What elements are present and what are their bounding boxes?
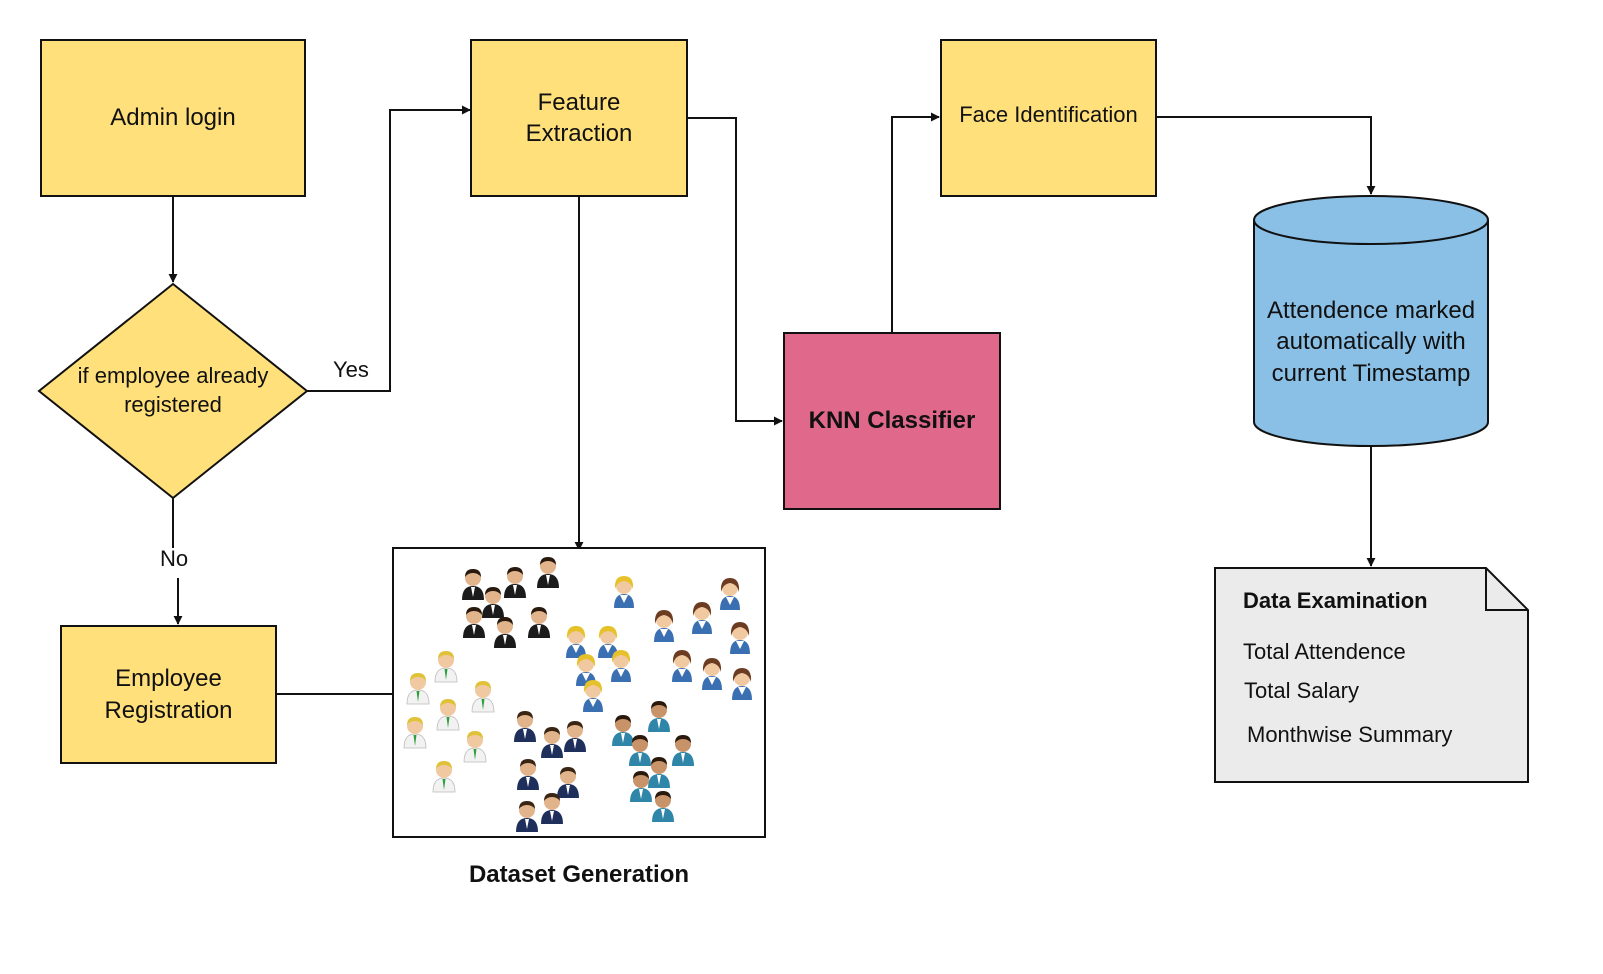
edge-face-to-database <box>1156 116 1376 195</box>
admin-login-box <box>40 39 306 197</box>
knn-classifier-box <box>783 332 1001 510</box>
face-identification-box <box>940 39 1157 197</box>
data-examination-item: Monthwise Summary <box>1247 722 1453 747</box>
decision-label: if employee already registered <box>77 363 269 417</box>
edge-label-no: No <box>160 546 189 571</box>
data-examination-item: Total Salary <box>1244 678 1359 703</box>
employee-registration-label: Employee Registration <box>104 665 233 724</box>
edge-knn-to-face <box>891 112 940 332</box>
dataset-generation-label: Dataset Generation <box>468 861 690 889</box>
feature-extraction-box <box>470 39 688 197</box>
employee-registration-box <box>60 625 277 764</box>
data-examination-item: Total Attendence <box>1243 639 1406 664</box>
edge-label-yes: Yes <box>333 357 369 382</box>
edges <box>168 105 1376 699</box>
feature-extraction-label: Feature Extraction <box>525 88 633 147</box>
edge-feature-to-knn <box>687 117 783 426</box>
edge-decision-no-to-registration <box>173 498 178 624</box>
data-examination-document <box>1214 567 1529 783</box>
edge-decision-yes-to-feature <box>307 105 471 392</box>
data-examination-title: Data Examination <box>1243 588 1428 613</box>
knn-classifier-label: KNN Classifier <box>808 407 976 435</box>
admin-login-label: Admin login <box>110 104 236 132</box>
attendance-database <box>1253 195 1489 447</box>
decision-diamond <box>37 282 309 500</box>
attendance-database-label: Attendence marked automatically with cur… <box>1266 297 1476 387</box>
face-identification-label: Face Identification <box>959 101 1138 127</box>
dataset-frame <box>392 547 766 838</box>
